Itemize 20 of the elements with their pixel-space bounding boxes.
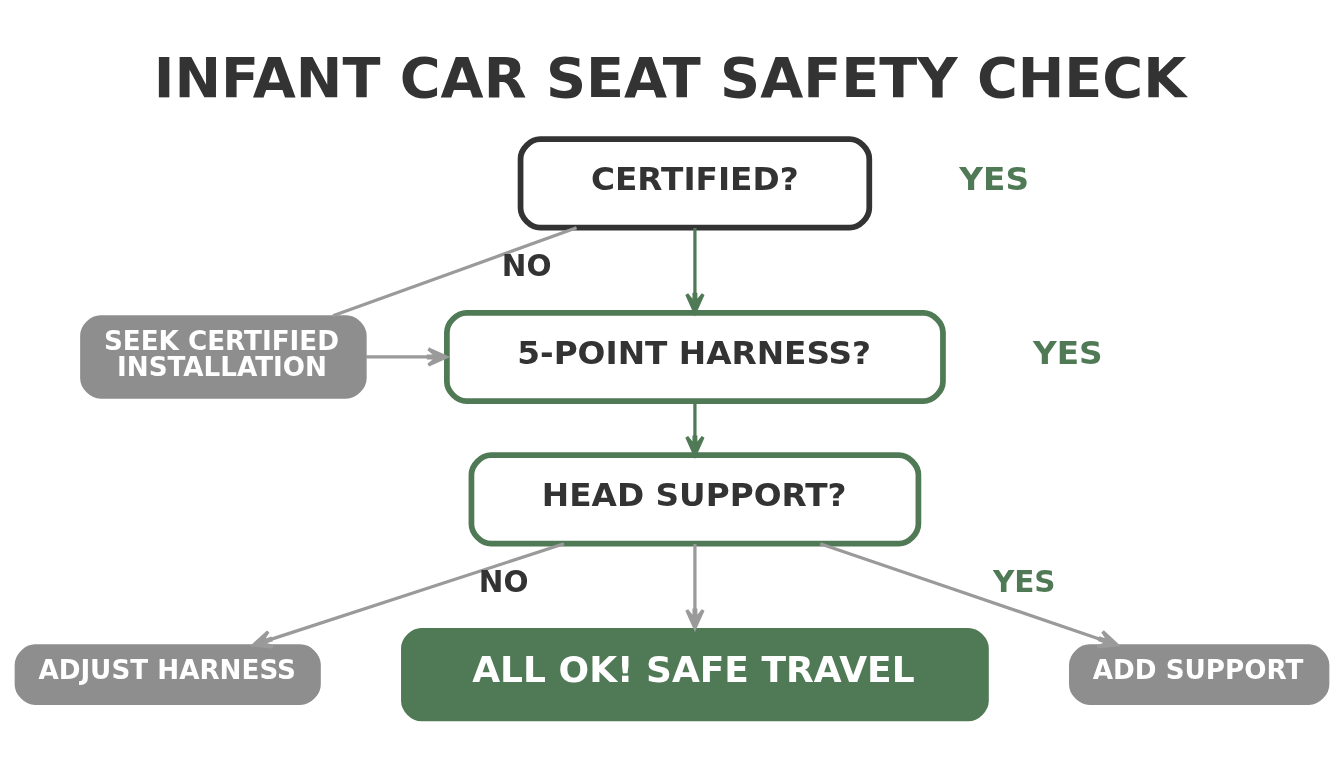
arrow <box>685 401 705 457</box>
arrow <box>366 347 449 367</box>
diagram-title: INFANT CAR SEAT SAFETY CHECK <box>153 44 1187 110</box>
node-box: ADJUST HARNESS <box>14 644 321 705</box>
connector <box>332 226 578 318</box>
arrow <box>819 542 1119 649</box>
node-label: YES <box>1033 333 1103 372</box>
edge-label: NO <box>501 248 552 283</box>
edge-label: NO <box>478 564 529 599</box>
node-box: SEEK CERTIFIED INSTALLATION <box>80 315 367 399</box>
arrow <box>685 544 705 630</box>
node-box: ADD SUPPORT <box>1069 644 1330 705</box>
node-box: ALL OK! SAFE TRAVEL <box>401 627 989 722</box>
arrow <box>685 228 705 315</box>
edge-label: YES <box>992 564 1056 599</box>
node-label: YES <box>959 159 1029 198</box>
node-box: CERTIFIED? <box>517 136 873 231</box>
node-box: HEAD SUPPORT? <box>468 452 922 547</box>
node-box: 5-POINT HARNESS? <box>444 309 946 405</box>
arrow <box>251 542 565 649</box>
